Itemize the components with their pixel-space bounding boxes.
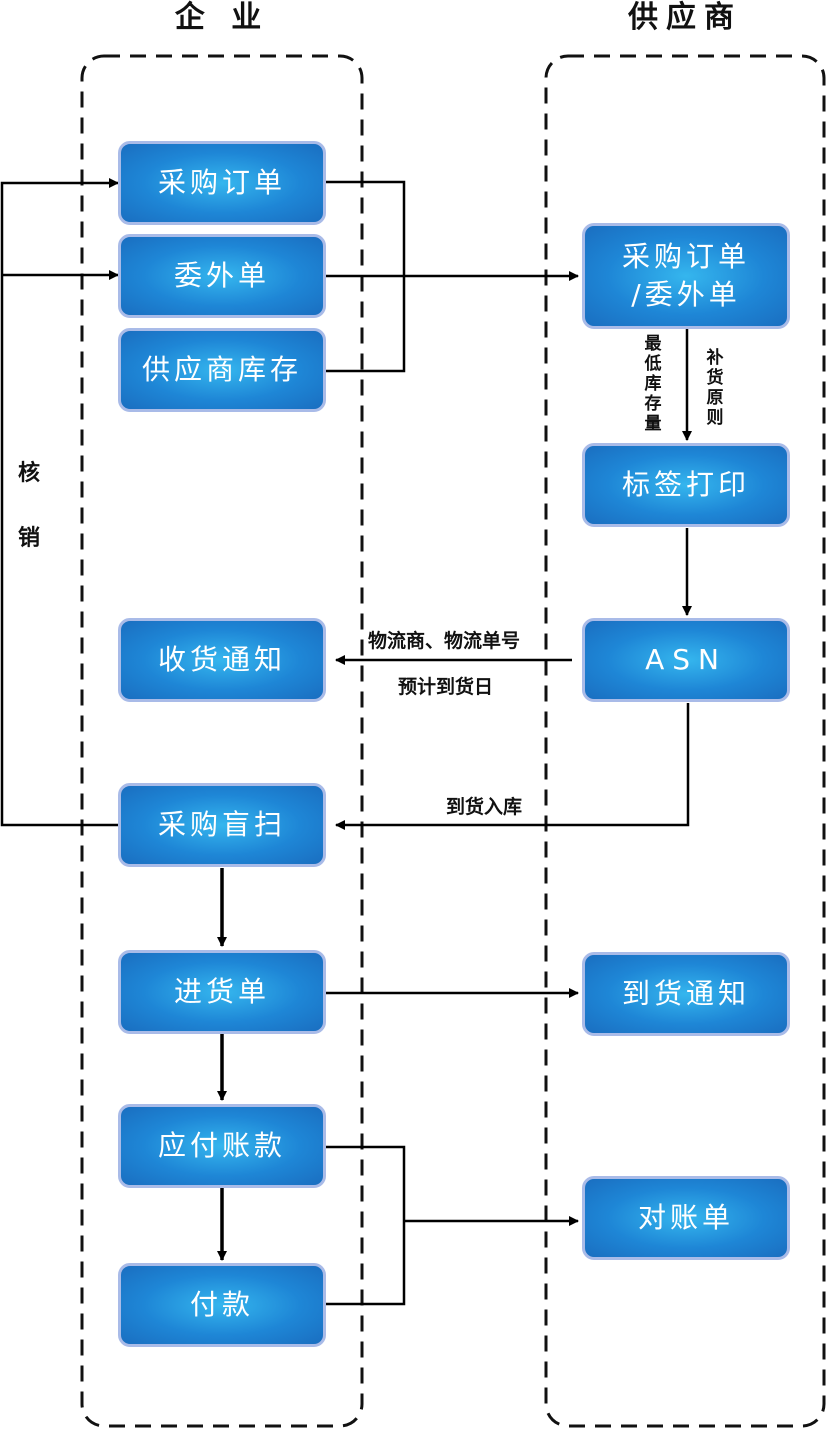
supplier-lane-title: 供应商 — [628, 0, 742, 35]
payable-node: 应付账款 — [118, 1104, 326, 1188]
payment-node: 付款 — [118, 1263, 326, 1347]
supplier-lane — [544, 54, 826, 1428]
payment-bracket-line — [326, 1145, 406, 1306]
stock-in-order-node: 进货单 — [118, 950, 326, 1034]
eta-label: 预计到货日 — [398, 676, 494, 698]
purchase-order-node: 采购订单 — [118, 141, 326, 225]
logistics-label: 物流商、物流单号 — [368, 630, 521, 652]
outsource-order-node: 委外单 — [118, 234, 326, 318]
arrival-storage-label: 到货入库 — [446, 796, 523, 818]
supplier-stock-node: 供应商库存 — [118, 328, 326, 412]
replenish-label: 补货原则 — [706, 348, 724, 428]
enterprise-lane — [80, 54, 364, 1428]
writeoff-label-2: 销 — [18, 526, 41, 551]
asn-to-blindscan-arrow — [335, 703, 690, 830]
writeoff-loop-line — [0, 178, 120, 827]
receive-notice-node: 收货通知 — [118, 618, 326, 702]
label-print-node: 标签打印 — [582, 443, 790, 527]
writeoff-label-1: 核 — [18, 461, 41, 486]
blind-scan-node: 采购盲扫 — [118, 783, 326, 867]
min-stock-label: 最低库存量 — [644, 334, 662, 434]
supplier-order-node: 采购订单 /委外单 — [582, 223, 790, 329]
enterprise-lane-title: 企 业 — [174, 0, 270, 35]
asn-node: ASN — [582, 618, 790, 702]
statement-node: 对账单 — [582, 1176, 790, 1260]
arrival-notice-node: 到货通知 — [582, 952, 790, 1036]
